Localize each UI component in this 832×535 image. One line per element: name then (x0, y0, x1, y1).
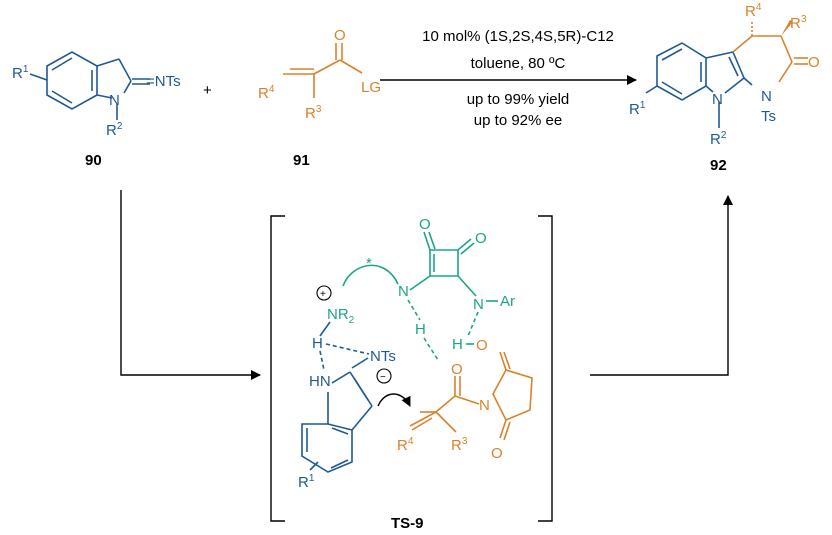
r4-label-92: R4 (745, 2, 762, 20)
pathway-arrows (120, 190, 733, 380)
nts-ts-label: NTs (370, 348, 396, 365)
n-succ-label: N (479, 397, 490, 414)
o-carb-label: O (451, 361, 463, 378)
ee-text: up to 92% ee (474, 112, 562, 129)
compound-92-number: 92 (710, 157, 727, 174)
n-left-label: N (398, 283, 409, 300)
compound-91: R4 O LG R3 91 (258, 27, 381, 169)
compound-92: R4 R3 O N Ts N R1 R2 92 (629, 2, 820, 174)
compound-91-number: 91 (293, 152, 310, 169)
ts9-structure: * + NR2 N O O N Ar H H O H NTs − (298, 216, 533, 491)
r1-label-92: R1 (629, 100, 646, 118)
h-teal-label: H (415, 321, 426, 338)
r1-label: R1 (12, 64, 29, 82)
o-label-92: O (808, 54, 820, 71)
plus-sign: + (203, 82, 212, 99)
h-blue-label: H (312, 335, 323, 352)
minus-charge: − (380, 372, 386, 383)
yield-text: up to 99% yield (467, 91, 570, 108)
r4-ts-label: R4 (397, 436, 414, 454)
o-succ2-label: O (491, 445, 503, 462)
nr2-label: NR2 (327, 306, 355, 326)
o-succ-label: O (476, 337, 488, 354)
reaction-arrow: 10 mol% (1S,2S,4S,5R)-C12 toluene, 80 ºC… (380, 28, 637, 129)
ts9-label: TS-9 (391, 515, 424, 532)
r3-label-92: R3 (790, 14, 807, 32)
hn-label: HN (309, 373, 331, 390)
r2-label-92: R2 (710, 130, 727, 148)
conditions-solvent: toluene, 80 ºC (471, 55, 566, 72)
n-ar-label: N (473, 296, 484, 313)
n2-label-92: N (712, 91, 723, 108)
compound-90: R1 =NTs N R2 90 (12, 51, 181, 169)
ar-label: Ar (500, 293, 515, 310)
plus-charge: + (320, 289, 326, 300)
n-label: N (109, 92, 120, 109)
compound-90-number: 90 (85, 152, 102, 169)
conditions-catalyst: 10 mol% (1S,2S,4S,5R)-C12 (422, 28, 614, 45)
n1-label-92: N (761, 88, 772, 105)
o2-label: O (475, 230, 487, 247)
lg-label: LG (361, 79, 381, 96)
nts-label: =NTs (146, 73, 181, 90)
r1-ts-label: R1 (298, 473, 315, 491)
o-label: O (334, 27, 346, 44)
ts-label-92: Ts (761, 108, 776, 125)
r3-ts-label: R3 (451, 436, 468, 454)
ts9-brackets: TS-9 (270, 215, 553, 532)
r3-label: R3 (305, 104, 322, 122)
stereo-star: * (366, 255, 372, 272)
r2-label: R2 (106, 121, 123, 139)
r4-label: R4 (258, 84, 275, 102)
o1-label: O (419, 216, 431, 233)
h-teal2-label: H (452, 336, 463, 353)
